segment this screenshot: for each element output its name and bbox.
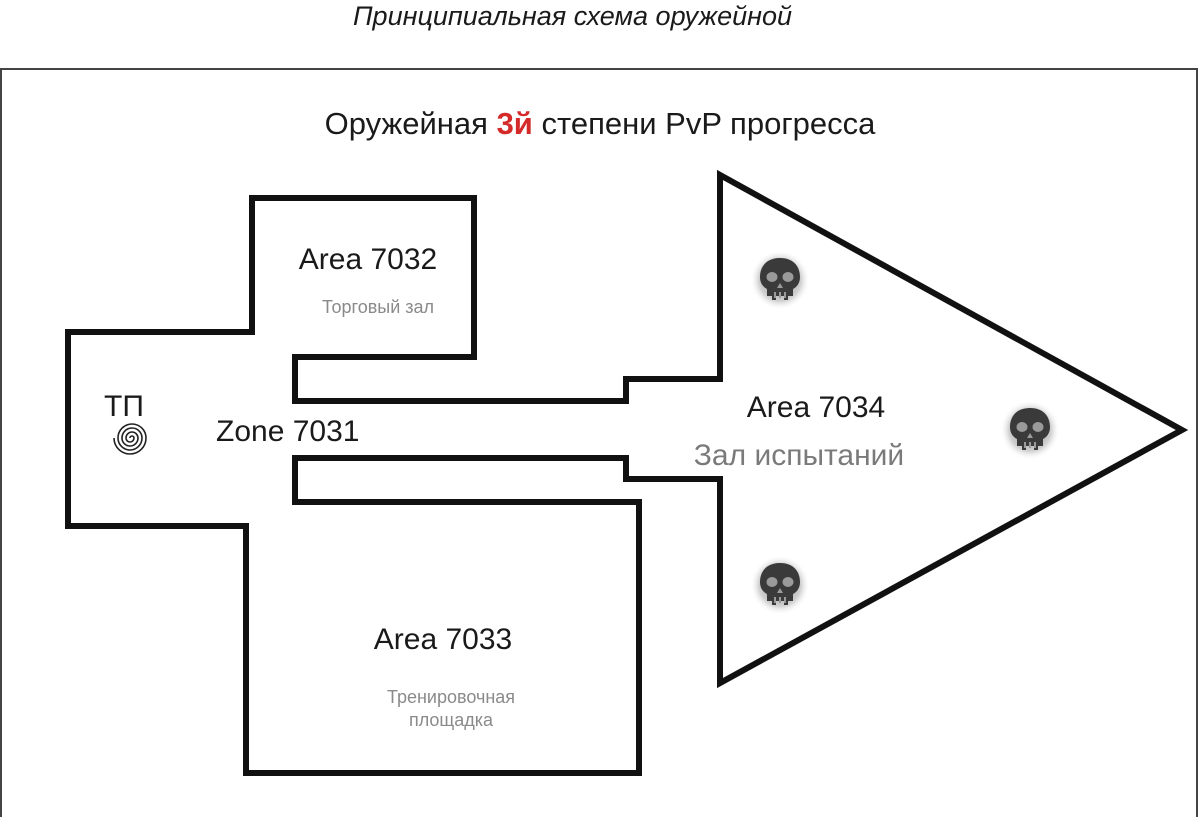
diagram-frame [0, 68, 1198, 817]
area-7033-name: Area 7033 [373, 623, 513, 656]
skull-icon [1000, 400, 1060, 460]
area-7034-subtitle: Зал испытаний [693, 439, 905, 472]
area-7033-subtitle: Тренировочная площадка [386, 687, 516, 730]
teleport-label: ТП [104, 390, 144, 423]
page-title: Принципиальная схема оружейной [352, 1, 792, 31]
area-7034-name: Area 7034 [746, 391, 886, 424]
heading-accent: 3й [496, 106, 533, 141]
zone-7031-name: Zone 7031 [216, 415, 360, 448]
zone-7031-outline [65, 169, 1189, 776]
skull-icon [750, 555, 810, 615]
skull-icon [750, 250, 810, 310]
diagram-heading: Оружейная 3й степени PvP прогресса [324, 106, 876, 141]
spiral-icon [113, 423, 147, 455]
area-7032-subtitle: Торговый зал [321, 297, 435, 317]
area-7032-name: Area 7032 [298, 243, 438, 276]
